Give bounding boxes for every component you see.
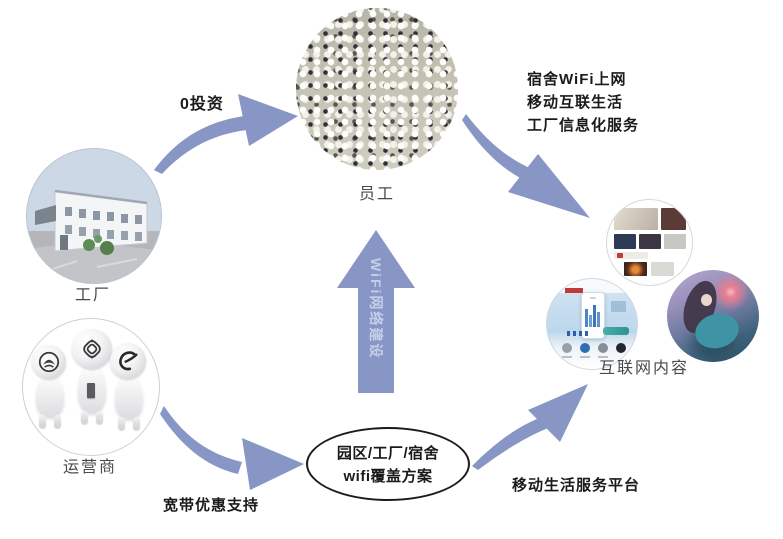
internet-content-label: 互联网内容 <box>598 360 689 377</box>
operator-figure-body <box>115 375 143 430</box>
operators-label: 运营商 <box>62 459 117 476</box>
wifi-plan-line2: wifi覆盖方案 <box>343 468 433 485</box>
phone-prop <box>87 383 95 398</box>
arrow-factory-to-staff <box>154 94 298 174</box>
arrow-wifi-network-build <box>337 230 415 393</box>
staff-label: 员工 <box>358 186 395 203</box>
video-thumbnail <box>614 208 658 230</box>
mobile-life-platform-label: 移动生活服务平台 <box>512 477 641 494</box>
services-line-3: 工厂信息化服务 <box>527 117 640 134</box>
zero-investment-label: 0投资 <box>180 96 224 113</box>
game-character-face <box>701 294 712 306</box>
video-thumbnail <box>624 262 647 276</box>
china-telecom-icon <box>110 343 146 379</box>
app-avatar-icon <box>598 343 608 353</box>
services-line-2: 移动互联生活 <box>527 94 624 111</box>
broadband-support-label: 宽带优惠支持 <box>163 497 260 514</box>
video-thumbnail <box>614 234 636 249</box>
services-line-1: 宿舍WiFi上网 <box>527 71 627 88</box>
game-art-circle <box>667 270 759 362</box>
app-avatar-icon <box>616 343 626 353</box>
dashed-track-graphic <box>567 331 589 336</box>
app-site-logo <box>565 288 583 293</box>
mobile-app-site-circle <box>546 278 638 370</box>
china-mobile-icon <box>32 345 66 379</box>
video-banner-logo <box>617 253 623 258</box>
factory-photo <box>27 149 161 283</box>
app-site-text-block <box>611 301 626 312</box>
wifi-network-build-label: WiFi网络建设 <box>368 258 384 360</box>
phone-graphic <box>581 292 605 339</box>
video-thumbnail <box>639 234 661 249</box>
arrow-plan-to-internet <box>472 384 588 470</box>
arrow-staff-to-internet <box>462 114 590 218</box>
staff-photo-circle <box>296 8 458 170</box>
wifi-plan-oval: 园区/工厂/宿舍 wifi覆盖方案 <box>306 427 470 501</box>
video-banner <box>614 252 648 259</box>
operator-figure-body <box>36 375 64 428</box>
video-thumbnail <box>661 208 686 230</box>
train-graphic <box>603 327 629 335</box>
china-unicom-icon <box>72 329 112 369</box>
video-site-circle <box>606 199 693 286</box>
services-label: 宿舍WiFi上网 移动互联生活 工厂信息化服务 <box>527 68 639 137</box>
video-thumbnail <box>651 262 674 276</box>
video-thumbnail <box>664 234 686 249</box>
arrow-operators-to-plan <box>160 406 304 490</box>
operators-photo-circle <box>22 318 160 456</box>
app-avatar-icon <box>562 343 572 353</box>
app-avatar-icon <box>580 343 590 353</box>
factory-photo-circle <box>26 148 162 284</box>
wifi-plan-line1: 园区/工厂/宿舍 <box>336 445 440 462</box>
factory-label: 工厂 <box>74 287 111 304</box>
